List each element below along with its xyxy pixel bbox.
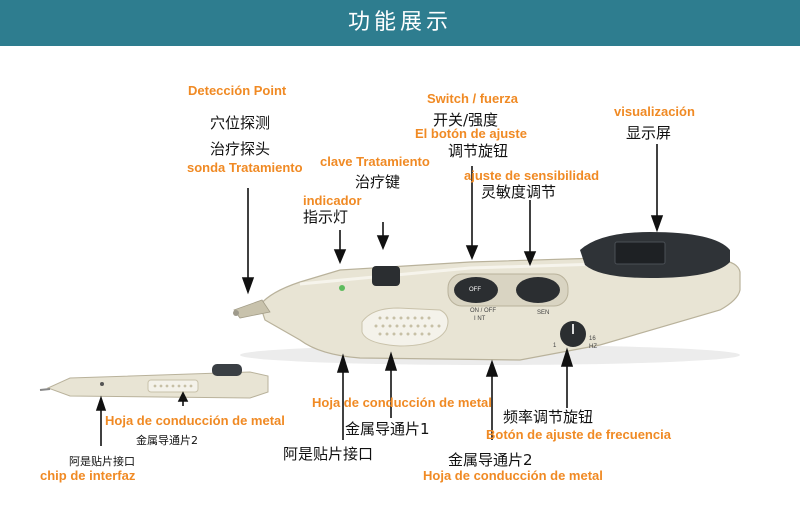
off-label: OFF [469,287,481,293]
label-kaiguan-qiangdu: 开关/强度 [433,111,499,129]
label-boton-ajuste: El botón de ajuste [415,126,527,141]
label-switch-fuerza: Switch / fuerza [427,91,519,106]
label-jinshu-daotongpian-1: 金属导通片1 [345,420,430,438]
dial-1-label: 1 [553,343,557,349]
main-device [233,232,741,365]
label-zhiliao-jian: 治疗键 [355,173,401,191]
label-hoja-metal-center: Hoja de conducción de metal [312,395,492,410]
label-zhiliao-tantou: 治疗探头 [210,140,271,158]
label-hoja-metal-bottom: Hoja de conducción de metal [423,468,603,483]
label-sonda-tratamiento: sonda Tratamiento [187,160,303,175]
label-boton-frecuencia: Botón de ajuste de frecuencia [486,427,671,442]
on-off-label: ON / OFF [470,308,496,314]
label-ashi-tiepian: 阿是贴片接口 [283,445,374,463]
dial-16-label: 16 [589,336,596,342]
label-tiaojie-xuanniu: 调节旋钮 [448,142,509,160]
sen-label: SEN [537,310,550,316]
label-hoja-metal-left: Hoja de conducción de metal [105,413,285,428]
int-label: I NT [474,316,486,322]
label-clave-tratamiento: clave Tratamiento [320,154,430,169]
callout-arrows [95,144,664,446]
label-visualizacion: visualización [614,104,695,119]
label-zhishi-deng: 指示灯 [303,208,349,226]
label-jinshu-daotongpian-2: 金属导通片2 [448,451,533,469]
label-chip-interfaz: chip de interfaz [40,468,136,483]
label-xianshi-ping: 显示屏 [626,124,672,142]
label-xuewei-tance: 穴位探测 [210,114,271,132]
label-deteccion-point: Detección Point [188,83,287,98]
header-bar [0,0,800,46]
small-device [39,364,269,399]
hz-label: HZ [589,344,597,350]
label-indicador: indicador [303,193,362,208]
label-jinshu-daotongpian-2-small: 金属导通片2 [136,434,198,447]
label-pinlv-tiaojie: 频率调节旋钮 [503,408,594,426]
metal-sheet-dots [374,316,441,336]
label-ajuste-sensibilidad: ajuste de sensibilidad [464,168,600,183]
page-title: 功能展示 [347,10,452,35]
label-lingmindu-tiaojie: 灵敏度调节 [481,183,557,201]
label-ashi-tiepian-small: 阿是贴片接口 [69,455,135,468]
